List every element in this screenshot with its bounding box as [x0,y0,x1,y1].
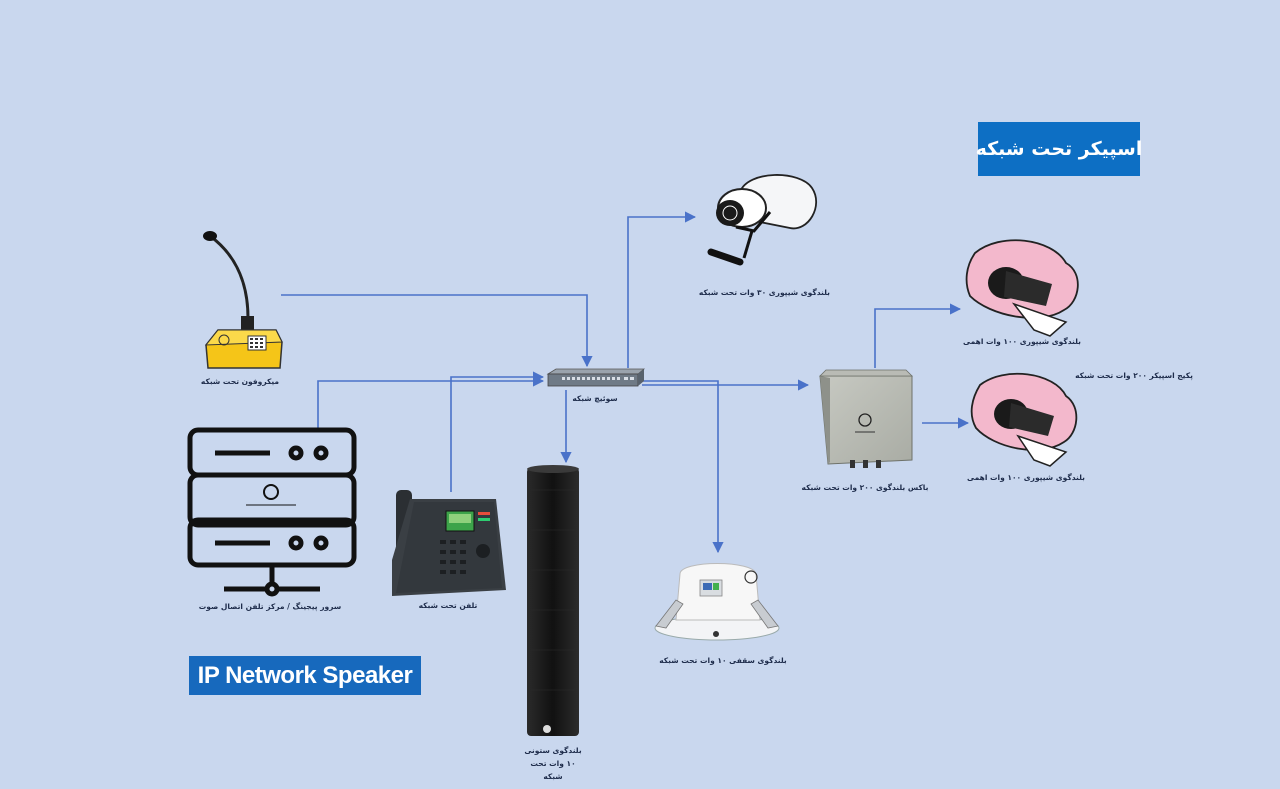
box200-label: باکس بلندگوی ۲۰۰ وات تحت شبکه [801,483,929,492]
horn-speaker-100w-bottom [970,372,1078,467]
paging-server-icon [187,427,357,597]
server-label: سرور پیجینگ / مرکز تلفن اتصال صوت [198,602,342,611]
title-fa-banner: اسپیکر تحت شبکه [976,122,1142,176]
mic-to-switch-line [281,294,593,368]
switch-to-ceiling-line [642,380,724,554]
box-to-horn-top-line [874,303,962,368]
connectors [281,211,970,554]
ceiling-speaker-label: بلندگوی سقفی ۱۰ وات تحت شبکه [659,656,787,665]
horn100-top-label: بلندگوی شیپوری ۱۰۰ وات اهمی [963,337,1081,346]
server-to-switch-line [317,375,545,430]
network-microphone [203,231,283,369]
column-label-line1: بلندگوی ستونی [524,746,582,755]
microphone-label: میکروفون تحت شبکه [200,377,280,386]
ip-phone [392,490,506,596]
horn30-label: بلندگوی شیپوری ۳۰ وات تحت شبکه [698,288,830,297]
phone-to-switch-line [450,371,545,492]
column-speaker [527,465,579,736]
speaker-box-200w [819,369,913,468]
switch-to-horn30-line [627,211,697,368]
column-label-line2: ۱۰ وات تحت [530,759,576,768]
horn-speaker-30w [707,174,818,266]
horn-speaker-100w-top [965,239,1079,337]
package200-label: پکیج اسپیکر ۲۰۰ وات تحت شبکه [1075,371,1193,380]
horn100-bottom-label: بلندگوی شیپوری ۱۰۰ وات اهمی [967,473,1085,482]
switch-label: سوئیچ شبکه [572,394,618,403]
network-switch [546,368,646,387]
phone-label: تلفن تحت شبکه [418,601,478,610]
column-label-line3: شبکه [543,772,563,781]
ceiling-speaker [654,563,780,641]
title-en-banner: IP Network Speaker [189,656,421,695]
